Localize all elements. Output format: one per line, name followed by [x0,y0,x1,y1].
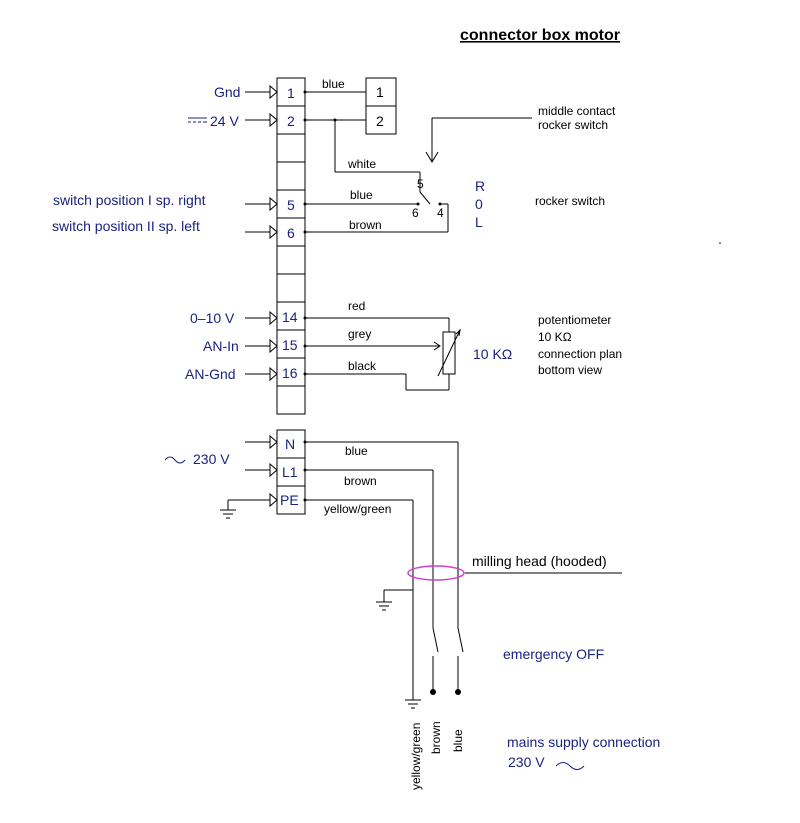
cable-shield-ring [407,565,465,581]
terminal-strip-upper [276,77,306,415]
ac-symbol-icon [164,456,186,464]
diagram-title: connector box motor [460,27,620,44]
wire-blue-switch-label: blue [350,188,373,202]
bottom-wire-blue-label: blue [451,729,465,752]
wire-grey-label: grey [348,327,371,341]
terminal-2-label: 2 [287,113,295,129]
input-gnd-label: Gnd [214,84,240,100]
dc-symbol-icon [188,117,207,123]
terminal-5-label: 5 [287,197,295,213]
wire-white-label: white [347,157,376,171]
bottom-wire-brown-label: brown [429,721,443,754]
wire-brown-l1-label: brown [344,474,377,488]
terminal-l1-label: L1 [282,464,298,480]
terminal-pe-label: PE [280,492,299,508]
switch-pin-5: 5 [417,177,424,191]
rocker-switch-label: rocker switch [535,194,605,208]
pot-note-3: connection plan [538,347,622,361]
terminal-1-label: 1 [287,85,295,101]
switch-pos-r: R [475,178,485,194]
wire-red-label: red [348,299,365,313]
wire-brown-switch-label: brown [349,218,382,232]
switch-pin-4: 4 [437,206,444,220]
middle-contact-label-1: middle contact [538,104,616,118]
wire-blue-top-label: blue [322,77,345,91]
pot-note-4: bottom view [538,363,602,377]
wire-blue-n-label: blue [345,444,368,458]
pot-note-2: 10 KΩ [538,330,572,344]
wires-upper [305,91,532,233]
right-terminal-block [365,77,397,135]
mains-line-1: mains supply connection [507,734,660,750]
potentiometer-wiring [305,317,461,391]
terminal-15-label: 15 [282,337,298,353]
wire-yellow-green-label: yellow/green [324,502,391,516]
terminal-strip-power [276,429,306,515]
terminal-n-label: N [285,436,295,452]
terminal-14-label: 14 [282,309,298,325]
pot-value-label: 10 KΩ [473,346,512,362]
input-arrows [220,84,278,519]
stray-dot [719,242,721,244]
input-switch-left-label: switch position II sp. left [52,218,200,234]
input-an-gnd-label: AN-Gnd [185,366,236,382]
input-switch-right-label: switch position I sp. right [53,192,206,208]
input-24v-label: 24 V [210,113,239,129]
right-terminal-1-label: 1 [376,84,384,100]
emergency-off-label: emergency OFF [503,646,604,662]
wire-black-label: black [348,359,377,373]
mains-line-2: 230 V [508,754,545,770]
wire-dots [303,90,442,502]
power-wiring [305,441,622,709]
milling-head-label: milling head (hooded) [472,553,607,569]
input-an-in-label: AN-In [203,338,239,354]
middle-contact-label-2: rocker switch [538,118,608,132]
terminal-16-label: 16 [282,365,298,381]
pot-note-1: potentiometer [538,313,611,327]
switch-pin-6: 6 [412,206,419,220]
right-terminal-2-label: 2 [376,113,384,129]
mains-ac-icon [555,762,585,770]
bottom-wire-yg-label: yellow/green [409,723,423,790]
switch-pos-0: 0 [475,196,483,212]
input-0-10v-label: 0–10 V [190,310,235,326]
input-230v-label: 230 V [193,451,230,467]
switch-pos-l: L [475,214,483,230]
terminal-6-label: 6 [287,225,295,241]
